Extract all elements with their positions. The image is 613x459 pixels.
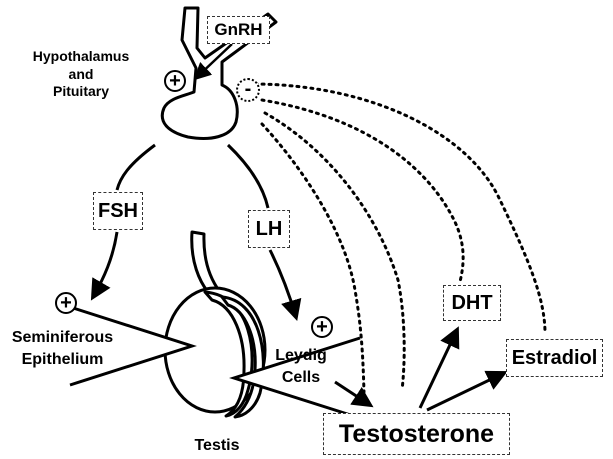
gnrh-stimulation-sign: + <box>164 70 186 92</box>
testosterone-to-dht-arrow <box>420 330 457 408</box>
seminiferous-epithelium-label: Seminiferous Epithelium <box>0 327 125 372</box>
testosterone-box: Testosterone <box>323 413 510 455</box>
leydig-label-line2: Cells <box>268 367 334 389</box>
gnrh-box: GnRH <box>207 16 270 44</box>
fsh-stimulation-sign: + <box>55 292 77 314</box>
testosterone-to-estradiol-arrow <box>427 373 504 410</box>
pituitary-to-fsh-line <box>117 145 155 190</box>
hypothalamus-label-line3: Pituitary <box>8 83 154 101</box>
fsh-box: FSH <box>93 192 143 230</box>
lh-stimulation-sign: + <box>311 316 333 338</box>
dht-box: DHT <box>443 285 501 321</box>
lh-to-leydig-arrow <box>270 250 296 317</box>
testis-label: Testis <box>180 436 254 456</box>
lh-box: LH <box>248 210 290 248</box>
estradiol-box: Estradiol <box>506 339 603 377</box>
hypothalamus-label-line2: and <box>8 66 154 84</box>
seminiferous-label-line1: Seminiferous <box>0 327 125 349</box>
leydig-cells-label: Leydig Cells <box>268 345 334 390</box>
pituitary-to-lh-line <box>228 145 268 208</box>
seminiferous-label-line2: Epithelium <box>0 349 125 371</box>
negative-feedback-sign: - <box>236 78 260 102</box>
testis-illustration <box>165 232 265 417</box>
fsh-to-seminiferous-arrow <box>93 232 117 297</box>
hypothalamus-label-line1: Hypothalamus <box>8 48 154 66</box>
leydig-label-line1: Leydig <box>268 345 334 367</box>
hypothalamus-pituitary-label: Hypothalamus and Pituitary <box>8 48 154 101</box>
